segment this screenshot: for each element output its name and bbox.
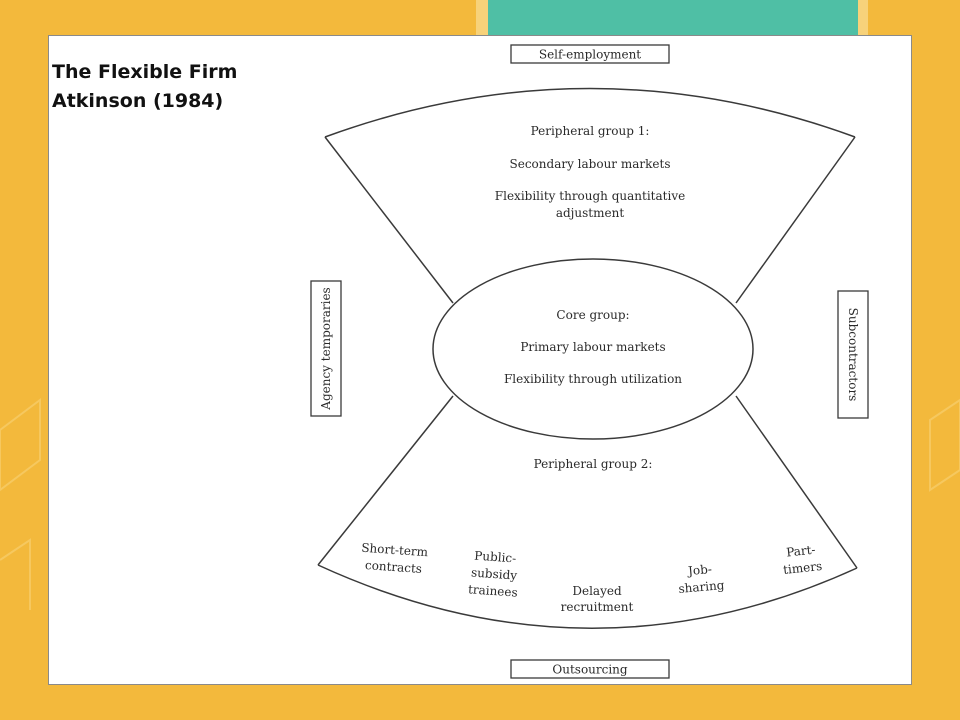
core-line2: Primary labour markets — [520, 340, 665, 354]
public-subsidy-label-3: trainees — [468, 582, 518, 599]
public-subsidy-label-1: Public- — [474, 549, 517, 566]
agency-temporaries-label: Agency temporaries — [319, 287, 333, 410]
peripheral-2-heading: Peripheral group 2: — [534, 457, 653, 471]
peripheral-2-outer-arc — [317, 564, 858, 629]
delayed-recruitment-label-1: Delayed — [572, 584, 622, 598]
delayed-recruitment-label-2: recruitment — [561, 600, 634, 614]
agency-temporaries-box: Agency temporaries — [310, 280, 342, 417]
short-term-label-1: Short-term — [361, 541, 429, 560]
outsourcing-box: Outsourcing — [510, 659, 670, 679]
peripheral-1-line4: adjustment — [556, 206, 624, 220]
self-employment-box: Self-employment — [510, 44, 670, 64]
subcontractors-label: Subcontractors — [846, 308, 860, 402]
peripheral-2-right-edge — [735, 395, 858, 569]
slide-title: The Flexible Firm Atkinson (1984) — [52, 58, 237, 116]
peripheral-1-heading: Peripheral group 1: — [531, 124, 650, 138]
teal-accent-bar — [488, 0, 858, 36]
public-subsidy-label-2: subsidy — [471, 565, 518, 582]
job-sharing-label-1: Job- — [686, 562, 713, 578]
peripheral-1-line3: Flexibility through quantitative — [495, 189, 685, 203]
part-timers-label-1: Part- — [786, 543, 817, 560]
slide-title-line2: Atkinson (1984) — [52, 90, 224, 112]
peripheral-group-2-text: Peripheral group 2: Short-term contracts… — [361, 457, 823, 614]
outsourcing-label: Outsourcing — [552, 663, 628, 677]
peripheral-1-right-edge — [735, 136, 856, 304]
self-employment-label: Self-employment — [539, 48, 641, 62]
slide-title-line1: The Flexible Firm — [52, 61, 238, 83]
core-group-text: Core group: Primary labour markets Flexi… — [504, 308, 682, 386]
slide-content-panel — [48, 35, 912, 685]
peripheral-group-1-text: Peripheral group 1: Secondary labour mar… — [495, 124, 685, 220]
peripheral-1-line2: Secondary labour markets — [510, 157, 671, 171]
core-heading: Core group: — [556, 308, 629, 322]
subcontractors-box: Subcontractors — [837, 290, 869, 419]
job-sharing-label-2: sharing — [678, 578, 725, 596]
core-group-ellipse — [432, 258, 754, 440]
short-term-label-2: contracts — [365, 558, 423, 576]
peripheral-1-outer-arc — [324, 87, 856, 138]
part-timers-label-2: timers — [782, 559, 822, 577]
peripheral-1-left-edge — [324, 136, 454, 304]
core-line3: Flexibility through utilization — [504, 372, 682, 386]
peripheral-2-left-edge — [317, 395, 454, 566]
